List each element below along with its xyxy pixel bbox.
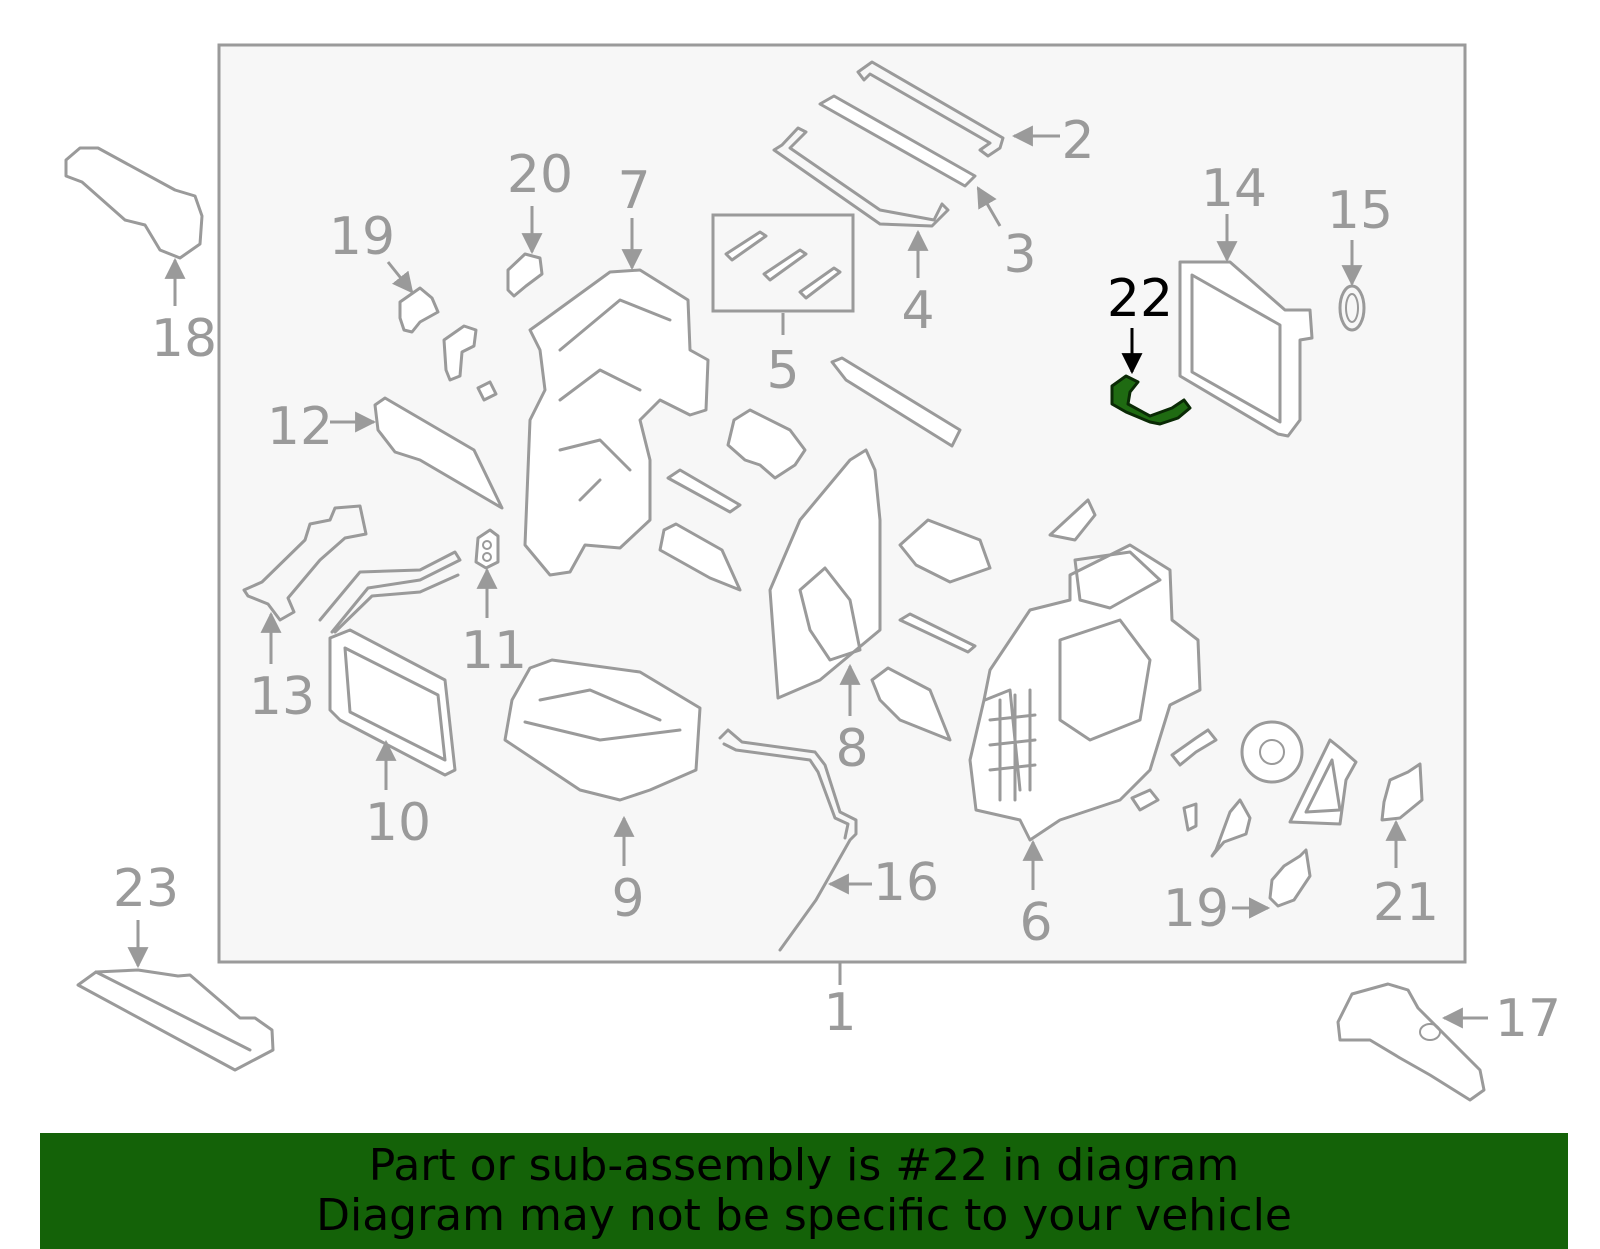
callout-4: 4: [901, 281, 934, 341]
part-23-duct: [76, 968, 275, 1072]
callout-5: 5: [766, 341, 799, 401]
part-2-seal: [856, 60, 1005, 158]
part-22-highlighted: [1110, 374, 1192, 426]
part-16-drain-hose: [718, 728, 858, 952]
banner-line-1: Part or sub-assembly is #22 in diagram: [368, 1140, 1240, 1191]
part-8-panel: [768, 448, 882, 700]
callout-18: 18: [151, 309, 217, 369]
part-7-upper-case: [523, 268, 710, 577]
part-9-lower-case: [503, 658, 702, 802]
callout-10: 10: [365, 793, 431, 853]
callout-19-top: 19: [329, 207, 395, 267]
part-14-evaporator: [1178, 260, 1314, 438]
info-banner: Part or sub-assembly is #22 in diagram D…: [40, 1133, 1568, 1249]
callout-20: 20: [507, 145, 573, 205]
part-19-actuator-top: [398, 286, 440, 334]
part-11-grommet: [474, 528, 500, 570]
callout-19-bottom: 19: [1163, 879, 1229, 939]
callout-2: 2: [1061, 111, 1094, 171]
part-small-flaps: [870, 498, 1097, 742]
banner-line-2: Diagram may not be specific to your vehi…: [316, 1190, 1292, 1241]
callout-22: 22: [1107, 269, 1173, 329]
callout-1: 1: [823, 983, 856, 1043]
part-5-seal-kit: [711, 213, 855, 313]
callout-23: 23: [113, 859, 179, 919]
callout-16: 16: [873, 853, 939, 913]
callout-8: 8: [835, 719, 868, 779]
callout-7: 7: [617, 161, 650, 221]
part-10-heater-core: [318, 550, 462, 777]
part-20-sensor: [506, 252, 544, 298]
part-3-seal-strip: [818, 94, 977, 188]
part-6-main-case: [968, 543, 1202, 842]
part-small-bracket: [442, 324, 498, 402]
part-4-seal: [772, 126, 950, 228]
part-seal-strip-middle: [830, 356, 962, 448]
part-21-actuator: [1380, 762, 1424, 822]
callout-17: 17: [1495, 989, 1561, 1049]
part-18-duct: [64, 146, 204, 260]
part-right-small-parts: [1130, 720, 1358, 858]
callout-21: 21: [1373, 873, 1439, 933]
callout-13: 13: [249, 667, 315, 727]
callout-9: 9: [611, 869, 644, 929]
callout-15: 15: [1327, 181, 1393, 241]
callout-12: 12: [267, 397, 333, 457]
callout-3: 3: [1003, 225, 1036, 285]
callout-6: 6: [1019, 893, 1052, 953]
part-12-cover-plate: [373, 396, 504, 510]
part-17-duct: [1336, 982, 1486, 1102]
part-19-actuator-bottom: [1268, 848, 1312, 908]
part-door-flaps: [658, 408, 807, 592]
callout-11: 11: [461, 621, 527, 681]
callout-14: 14: [1201, 159, 1267, 219]
